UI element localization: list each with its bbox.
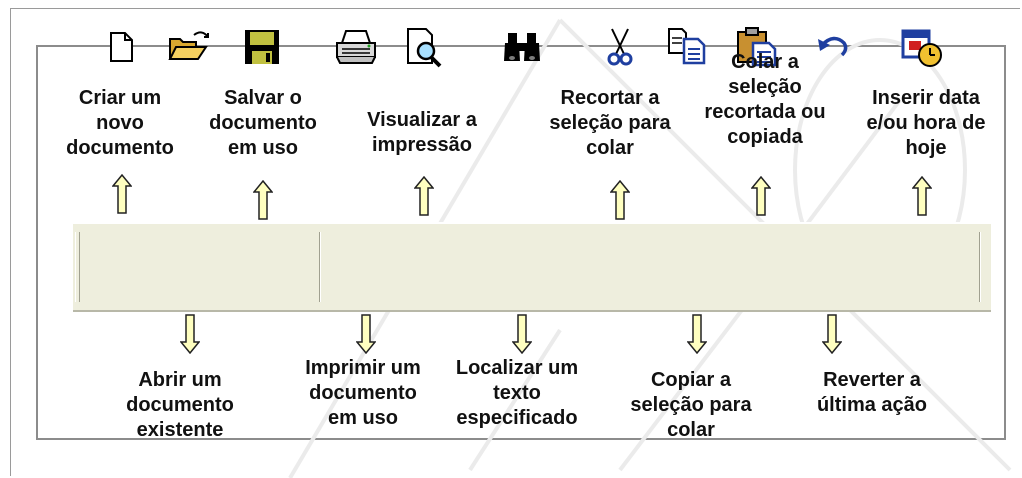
print-button[interactable] [330,21,382,73]
arrow-down-icon [822,314,842,354]
copy-button[interactable] [662,21,714,73]
arrow-up [414,176,434,216]
print-preview-button[interactable] [398,21,450,73]
arrow-up-icon [751,176,771,216]
arrow-up [751,176,771,216]
copy-icon [668,28,706,65]
arrow-down [512,314,532,354]
arrow-down [180,314,200,354]
print-preview-icon [407,28,442,68]
arrow-down-icon [512,314,532,354]
arrow-down [356,314,376,354]
arrow-up-icon [414,176,434,216]
toolbar [73,222,991,312]
cut-button[interactable] [594,21,646,73]
save-disk-icon [245,30,279,64]
arrow-up [912,176,932,216]
open-document-button[interactable] [162,21,214,73]
arrow-up-icon [253,180,273,220]
arrow-down-icon [687,314,707,354]
arrow-up [253,180,273,220]
outer-border [10,8,1020,476]
arrow-up-icon [610,180,630,220]
toolbar-separator [979,232,981,302]
date-time-icon [901,29,942,67]
new-document-button[interactable] [95,21,147,73]
arrow-down [822,314,842,354]
save-document-button[interactable] [236,21,288,73]
printer-icon [336,30,376,64]
binoculars-icon [504,33,540,61]
insert-date-time-button[interactable] [897,21,949,73]
arrow-up [112,174,132,214]
arrow-down [687,314,707,354]
arrow-down-icon [180,314,200,354]
new-document-icon [110,32,133,62]
undo-icon [818,36,848,57]
find-text-button[interactable] [496,21,548,73]
toolbar-separator [319,232,321,302]
arrow-up-icon [112,174,132,214]
open-folder-icon [168,31,209,60]
arrow-up-icon [912,176,932,216]
scissors-icon [607,28,633,66]
arrow-down-icon [356,314,376,354]
undo-button[interactable] [806,21,858,73]
arrow-up [610,180,630,220]
paste-button[interactable] [731,21,783,73]
toolbar-grip[interactable] [75,232,80,302]
paste-icon [737,27,777,67]
